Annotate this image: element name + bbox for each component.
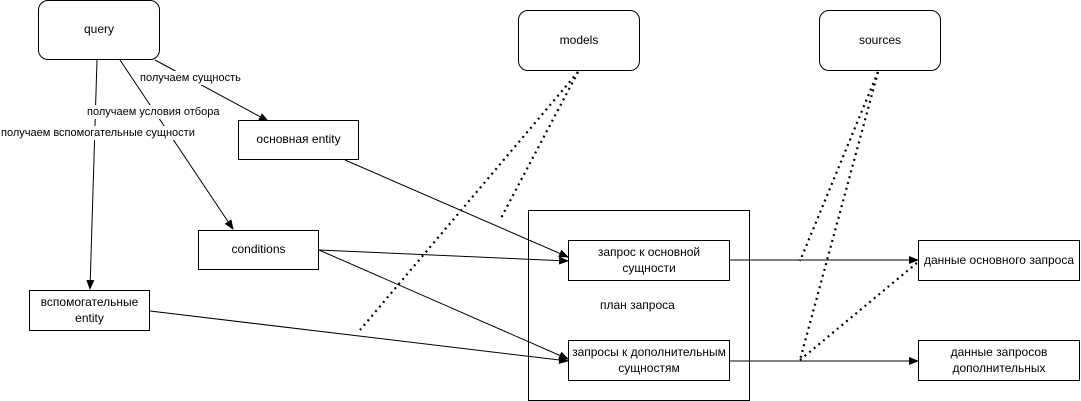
- query-node[interactable]: query: [38, 0, 160, 60]
- edge-aux-entity-to-extra-queries: [149, 310, 569, 364]
- dotted-sources-to-extra-data-edge: [798, 71, 880, 361]
- edge-query-to-conditions: [119, 59, 234, 230]
- edge-query-to-main-entity: [154, 59, 269, 122]
- extra-data-node[interactable]: данные запросов дополнительных: [918, 340, 1080, 381]
- dotted-models-to-plan-right: [499, 71, 579, 221]
- dotted-models-to-plan-left: [359, 71, 579, 331]
- edge-label-get-entity: получаем сущность: [139, 71, 242, 85]
- aux-entity-node[interactable]: вспомогательные entity: [29, 290, 150, 331]
- edge-main-entity-to-main-query: [344, 159, 569, 258]
- main-query-node[interactable]: запрос к основной сущности: [568, 240, 730, 281]
- edge-conditions-to-extra-queries: [318, 249, 569, 360]
- main-data-node[interactable]: данные основного запроса: [918, 240, 1080, 281]
- edge-label-get-aux: получаем вспомогательные сущности: [0, 126, 196, 140]
- edge-conditions-to-main-query: [318, 249, 569, 265]
- edge-query-to-aux-entity: [86, 59, 98, 290]
- dotted-extra-edge-to-main-data: [799, 261, 919, 361]
- sources-node[interactable]: sources: [819, 10, 941, 71]
- extra-queries-node[interactable]: запросы к дополнительным сущностям: [568, 340, 730, 381]
- main-entity-node[interactable]: основная entity: [238, 120, 359, 160]
- conditions-node[interactable]: conditions: [198, 230, 319, 270]
- models-node[interactable]: models: [518, 10, 640, 71]
- edge-label-get-conditions: получаем условия отбора: [86, 105, 221, 119]
- dotted-sources-to-main-data-edge: [798, 71, 880, 262]
- query-plan-title: план запроса: [600, 298, 675, 312]
